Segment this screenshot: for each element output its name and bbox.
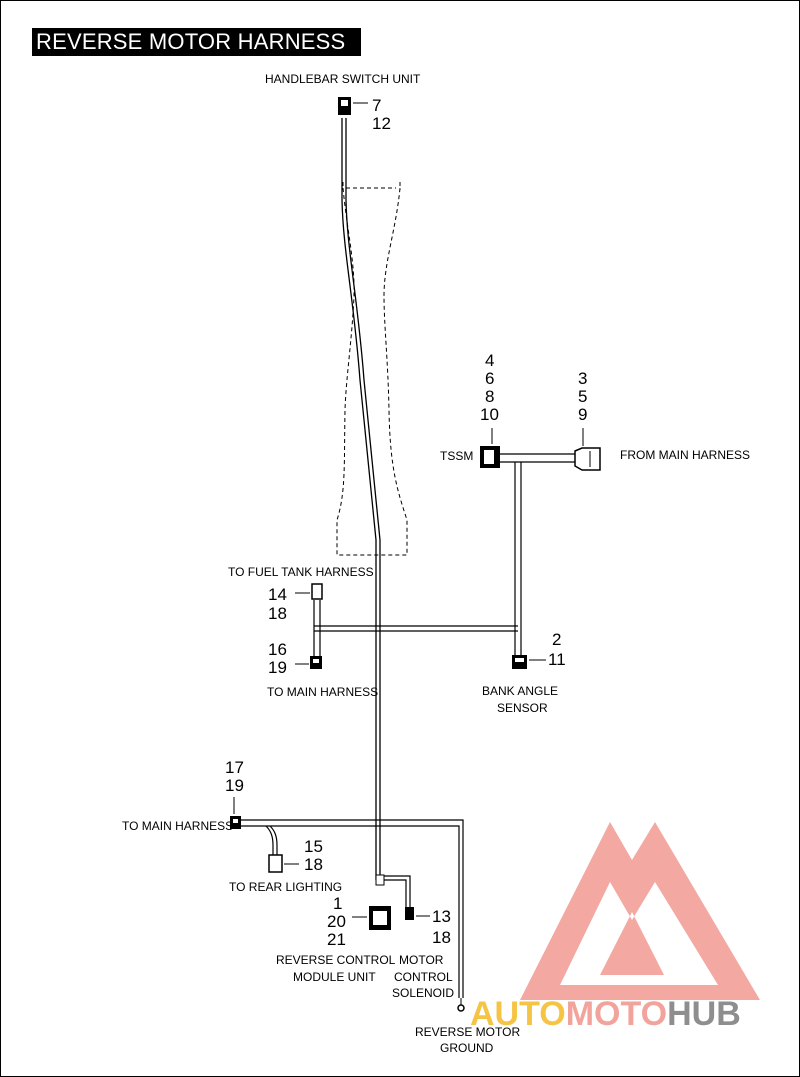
label-handlebar-switch-unit: HANDLEBAR SWITCH UNIT: [265, 72, 421, 86]
callout-rcm-3: 21: [327, 930, 346, 949]
callout-main-harness-1b: 19: [268, 658, 287, 677]
callout-tssm-2: 6: [485, 369, 494, 388]
callout-fuel-tank-1: 14: [268, 585, 287, 604]
callout-tssm-3: 8: [485, 387, 494, 406]
callout-solenoid-2: 18: [432, 928, 451, 947]
label-reverse-motor: REVERSE MOTOR: [415, 1025, 520, 1039]
callout-main-harness-1a: 16: [268, 640, 287, 659]
label-module-unit: MODULE UNIT: [293, 970, 376, 984]
watermark-hub: HUB: [667, 995, 741, 1033]
main-harness-connector-1: [295, 656, 322, 669]
callout-rear-lighting-2: 18: [304, 855, 323, 874]
label-solenoid: SOLENOID: [392, 986, 454, 1000]
callout-bank-angle-2: 11: [548, 650, 566, 669]
label-bank-angle: BANK ANGLE: [482, 684, 558, 698]
callout-main-harness-2a: 17: [225, 758, 244, 777]
callout-rear-lighting-1: 15: [304, 837, 323, 856]
bank-angle-sensor-connector: [512, 655, 546, 669]
label-bank-angle-sensor: SENSOR: [497, 701, 548, 715]
callout-handlebar-2: 12: [372, 114, 391, 133]
callout-main-harness-2b: 19: [225, 776, 244, 795]
watermark-logo-triangle: [520, 822, 760, 1000]
main-harness: [341, 118, 381, 880]
ground-terminal: [457, 998, 465, 1012]
fuel-tank-connector: [295, 583, 323, 600]
reverse-control-module-connector: [352, 874, 391, 930]
page-title: REVERSE MOTOR HARNESS: [36, 29, 346, 54]
main-harness-connector-2: [230, 797, 241, 829]
label-to-fuel-tank-harness: TO FUEL TANK HARNESS: [228, 565, 374, 579]
label-ground: GROUND: [440, 1041, 494, 1055]
motor-control-solenoid-connector: [405, 907, 430, 920]
callout-from-main-3: 9: [578, 405, 587, 424]
callout-rcm-2: 20: [327, 912, 346, 931]
callout-solenoid-1: 13: [432, 907, 451, 926]
label-control: CONTROL: [394, 970, 453, 984]
callout-fuel-tank-2: 18: [268, 604, 287, 623]
tssm-connector: [480, 428, 500, 468]
label-from-main-harness: FROM MAIN HARNESS: [620, 448, 750, 462]
handlebar-switch-connector: [338, 97, 368, 115]
watermark-text: AUTOMOTOHUB: [470, 995, 741, 1033]
callout-rcm-1: 1: [333, 894, 342, 913]
from-main-harness-connector: [574, 428, 601, 471]
callout-from-main-2: 5: [578, 387, 587, 406]
callout-handlebar-1: 7: [372, 96, 381, 115]
solenoid-branch: [380, 875, 411, 907]
label-to-rear-lighting: TO REAR LIGHTING: [229, 880, 342, 894]
label-reverse-control: REVERSE CONTROL: [276, 953, 396, 967]
lower-branch: [240, 819, 464, 998]
label-motor: MOTOR: [399, 953, 444, 967]
label-to-main-harness: TO MAIN HARNESS: [267, 685, 378, 699]
label-to-main-harness-2: TO MAIN HARNESS: [122, 819, 233, 833]
tssm-branch: [500, 453, 575, 628]
callout-numbers: 7 12 4 6 8 10 3 5 9 14 18 16 19 2 11 17 …: [225, 96, 587, 949]
rear-lighting-connector: [268, 854, 299, 873]
watermark-moto: MOTO: [566, 995, 667, 1033]
callout-tssm-1: 4: [485, 351, 494, 370]
watermark-logo: [520, 822, 760, 1000]
labels: HANDLEBAR SWITCH UNIT TSSM FROM MAIN HAR…: [122, 72, 750, 1055]
callout-tssm-4: 10: [480, 405, 499, 424]
callout-bank-angle-1: 2: [552, 630, 561, 649]
frame-outline: [336, 182, 408, 556]
title-bar: REVERSE MOTOR HARNESS: [32, 28, 361, 56]
fuel-tank-branch: [313, 600, 522, 660]
callout-from-main-1: 3: [578, 369, 587, 388]
watermark-auto: AUTO: [470, 995, 566, 1033]
label-tssm: TSSM: [440, 449, 473, 463]
